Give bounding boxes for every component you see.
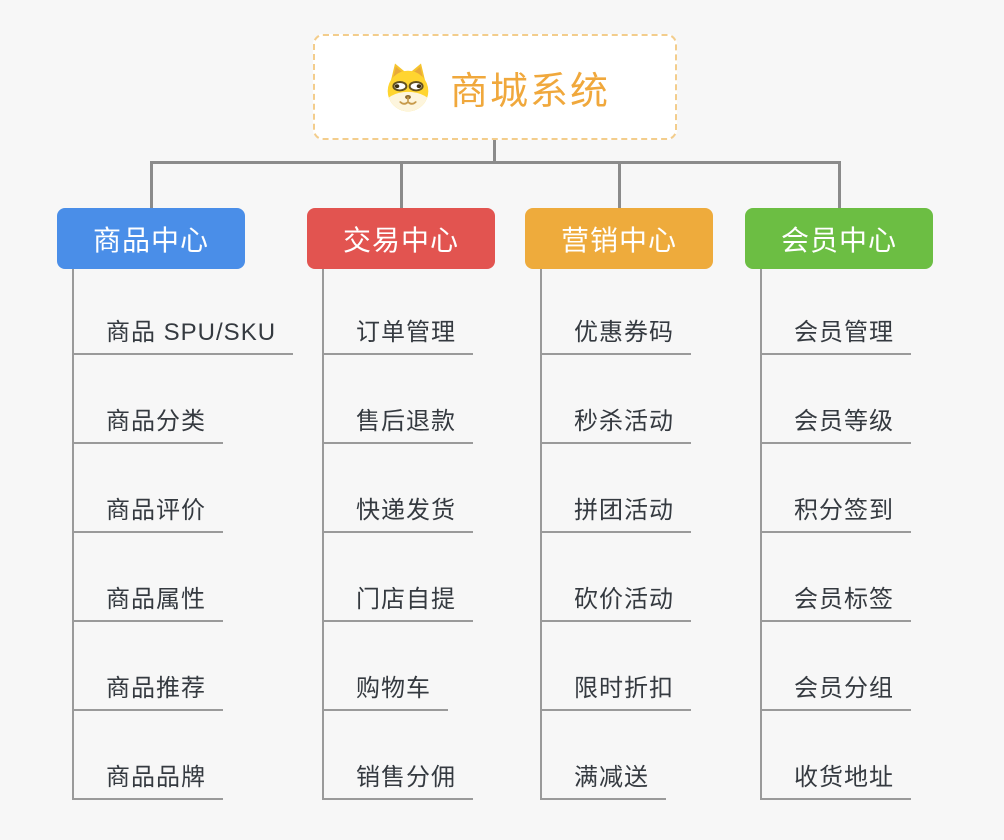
root-title: 商城系统: [449, 70, 610, 113]
root-node[interactable]: 商城系统: [313, 34, 677, 140]
branch-node-member-center[interactable]: 会员中心: [745, 208, 933, 269]
connector-drop-branch-1: [150, 161, 153, 209]
leaf-label: 限时折扣: [574, 675, 674, 702]
leaf-node[interactable]: 商品属性: [73, 533, 223, 622]
leaf-node[interactable]: 限时折扣: [541, 622, 691, 711]
doge-icon: [387, 63, 429, 112]
leaf-label: 拼团活动: [574, 497, 674, 524]
leaf-label: 商品 SPU/SKU: [106, 319, 277, 346]
leaf-label: 商品属性: [106, 586, 206, 613]
leaf-label: 会员标签: [794, 586, 894, 613]
leaf-node[interactable]: 商品品牌: [73, 711, 223, 800]
leaf-node[interactable]: 商品分类: [73, 355, 223, 444]
leaf-node[interactable]: 会员标签: [761, 533, 911, 622]
leaf-label: 收货地址: [794, 764, 894, 791]
leaf-label: 商品推荐: [106, 675, 206, 702]
leaf-node[interactable]: 会员管理: [761, 266, 911, 355]
leaf-column-trade: 订单管理 售后退款 快递发货 门店自提 购物车 销售分佣: [322, 266, 473, 800]
leaf-node[interactable]: 会员分组: [761, 622, 911, 711]
leaf-label: 优惠券码: [574, 319, 674, 346]
leaf-label: 满减送: [574, 764, 649, 791]
leaf-label: 售后退款: [356, 408, 456, 435]
leaf-node[interactable]: 秒杀活动: [541, 355, 691, 444]
leaf-node[interactable]: 商品评价: [73, 444, 223, 533]
trunk-line: [72, 269, 74, 800]
leaf-node[interactable]: 积分签到: [761, 444, 911, 533]
leaf-label: 会员分组: [794, 675, 894, 702]
leaf-node[interactable]: 优惠券码: [541, 266, 691, 355]
connector-drop-branch-2: [400, 161, 403, 209]
leaf-column-product: 商品 SPU/SKU 商品分类 商品评价 商品属性 商品推荐 商品品牌: [72, 266, 294, 800]
leaf-node[interactable]: 会员等级: [761, 355, 911, 444]
leaf-node[interactable]: 快递发货: [323, 444, 473, 533]
leaf-node[interactable]: 收货地址: [761, 711, 911, 800]
branch-node-trade-center[interactable]: 交易中心: [307, 208, 495, 269]
leaf-label: 商品品牌: [106, 764, 206, 791]
connector-drop-branch-3: [618, 161, 621, 209]
leaf-label: 会员等级: [794, 408, 894, 435]
leaf-node[interactable]: 订单管理: [323, 266, 473, 355]
leaf-node[interactable]: 商品 SPU/SKU: [73, 266, 294, 355]
leaf-label: 商品评价: [106, 497, 206, 524]
leaf-node[interactable]: 门店自提: [323, 533, 473, 622]
leaf-label: 砍价活动: [574, 586, 674, 613]
leaf-label: 会员管理: [794, 319, 894, 346]
leaf-label: 快递发货: [356, 497, 456, 524]
leaf-column-member: 会员管理 会员等级 积分签到 会员标签 会员分组 收货地址: [760, 266, 911, 800]
leaf-node[interactable]: 满减送: [541, 711, 666, 800]
leaf-node[interactable]: 售后退款: [323, 355, 473, 444]
trunk-line: [760, 269, 762, 800]
trunk-line: [322, 269, 324, 800]
connector-drop-branch-4: [838, 161, 841, 209]
leaf-node[interactable]: 购物车: [323, 622, 448, 711]
branch-node-product-center[interactable]: 商品中心: [57, 208, 245, 269]
leaf-label: 积分签到: [794, 497, 894, 524]
leaf-node[interactable]: 商品推荐: [73, 622, 223, 711]
leaf-label: 订单管理: [356, 319, 456, 346]
leaf-label: 商品分类: [106, 408, 206, 435]
leaf-node[interactable]: 拼团活动: [541, 444, 691, 533]
leaf-node[interactable]: 砍价活动: [541, 533, 691, 622]
leaf-node[interactable]: 销售分佣: [323, 711, 473, 800]
connector-horizontal-bar: [150, 161, 840, 164]
leaf-column-marketing: 优惠券码 秒杀活动 拼团活动 砍价活动 限时折扣 满减送: [540, 266, 691, 800]
branch-node-marketing-center[interactable]: 营销中心: [525, 208, 713, 269]
leaf-label: 购物车: [356, 675, 431, 702]
leaf-label: 门店自提: [356, 586, 456, 613]
leaf-label: 秒杀活动: [574, 408, 674, 435]
trunk-line: [540, 269, 542, 800]
connector-root-drop: [493, 140, 496, 164]
leaf-label: 销售分佣: [356, 764, 456, 791]
